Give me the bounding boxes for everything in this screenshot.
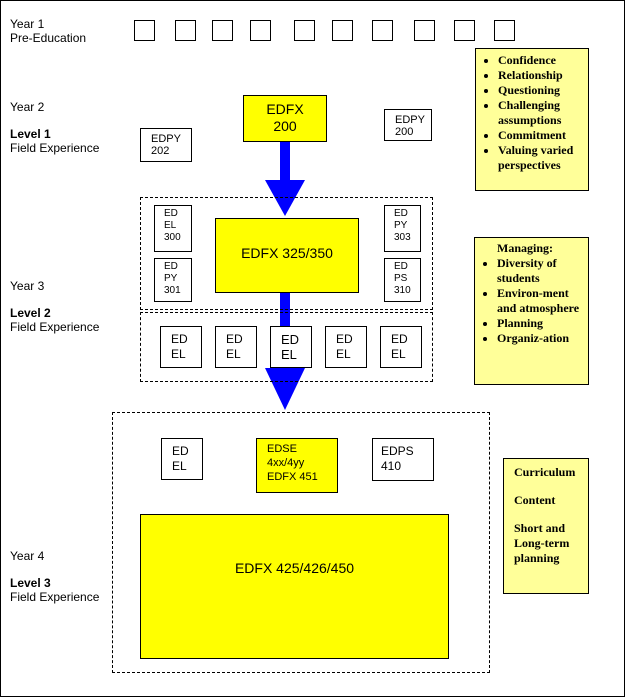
note-item: Relationship — [498, 68, 586, 83]
level3-region — [112, 412, 490, 673]
pre-education-square — [134, 20, 155, 41]
note-item: Environ-ment and atmosphere — [497, 286, 586, 316]
level2-skills-list: Diversity of studentsEnviron-ment and at… — [479, 256, 586, 346]
edfx325-box: EDFX 325/350 — [215, 218, 359, 293]
year3-label: Year 3 Level 2 Field Experience — [10, 279, 100, 334]
note-item: Short and Long-term planning — [514, 521, 570, 565]
arrow-level1 — [265, 142, 305, 216]
pre-education-square — [212, 20, 233, 41]
edfx425-box: EDFX 425/426/450 — [140, 514, 449, 659]
note-item: Valuing varied perspectives — [498, 143, 586, 173]
level2-elective-region — [140, 312, 433, 382]
note-item: Curriculum — [514, 465, 576, 479]
note-item: Diversity of students — [497, 256, 586, 286]
pre-education-square — [250, 20, 271, 41]
pre-education-square — [294, 20, 315, 41]
note-item: Content — [514, 493, 556, 507]
pre-education-square — [372, 20, 393, 41]
pre-education-square — [494, 20, 515, 41]
pre-education-square — [175, 20, 196, 41]
pre-education-square — [332, 20, 353, 41]
year2-label: Year 2 Level 1 Field Experience — [10, 100, 100, 155]
note-item: Organiz-ation — [497, 331, 586, 346]
level2-note-title: Managing: — [497, 241, 554, 255]
level1-skills-note: ConfidenceRelationshipQuestioningChallen… — [475, 48, 589, 191]
note-item: Challenging assumptions — [498, 98, 586, 128]
level1-skills-list: ConfidenceRelationshipQuestioningChallen… — [480, 53, 586, 173]
note-item: Questioning — [498, 83, 586, 98]
note-item: Commitment — [498, 128, 586, 143]
pre-education-square — [414, 20, 435, 41]
note-item: Confidence — [498, 53, 586, 68]
level2-core-region — [140, 197, 433, 310]
level2-skills-note: Managing: Diversity of studentsEnviron-m… — [474, 237, 589, 385]
pre-education-square — [454, 20, 475, 41]
note-item: Planning — [497, 316, 586, 331]
year4-label: Year 4 Level 3 Field Experience — [10, 549, 100, 604]
